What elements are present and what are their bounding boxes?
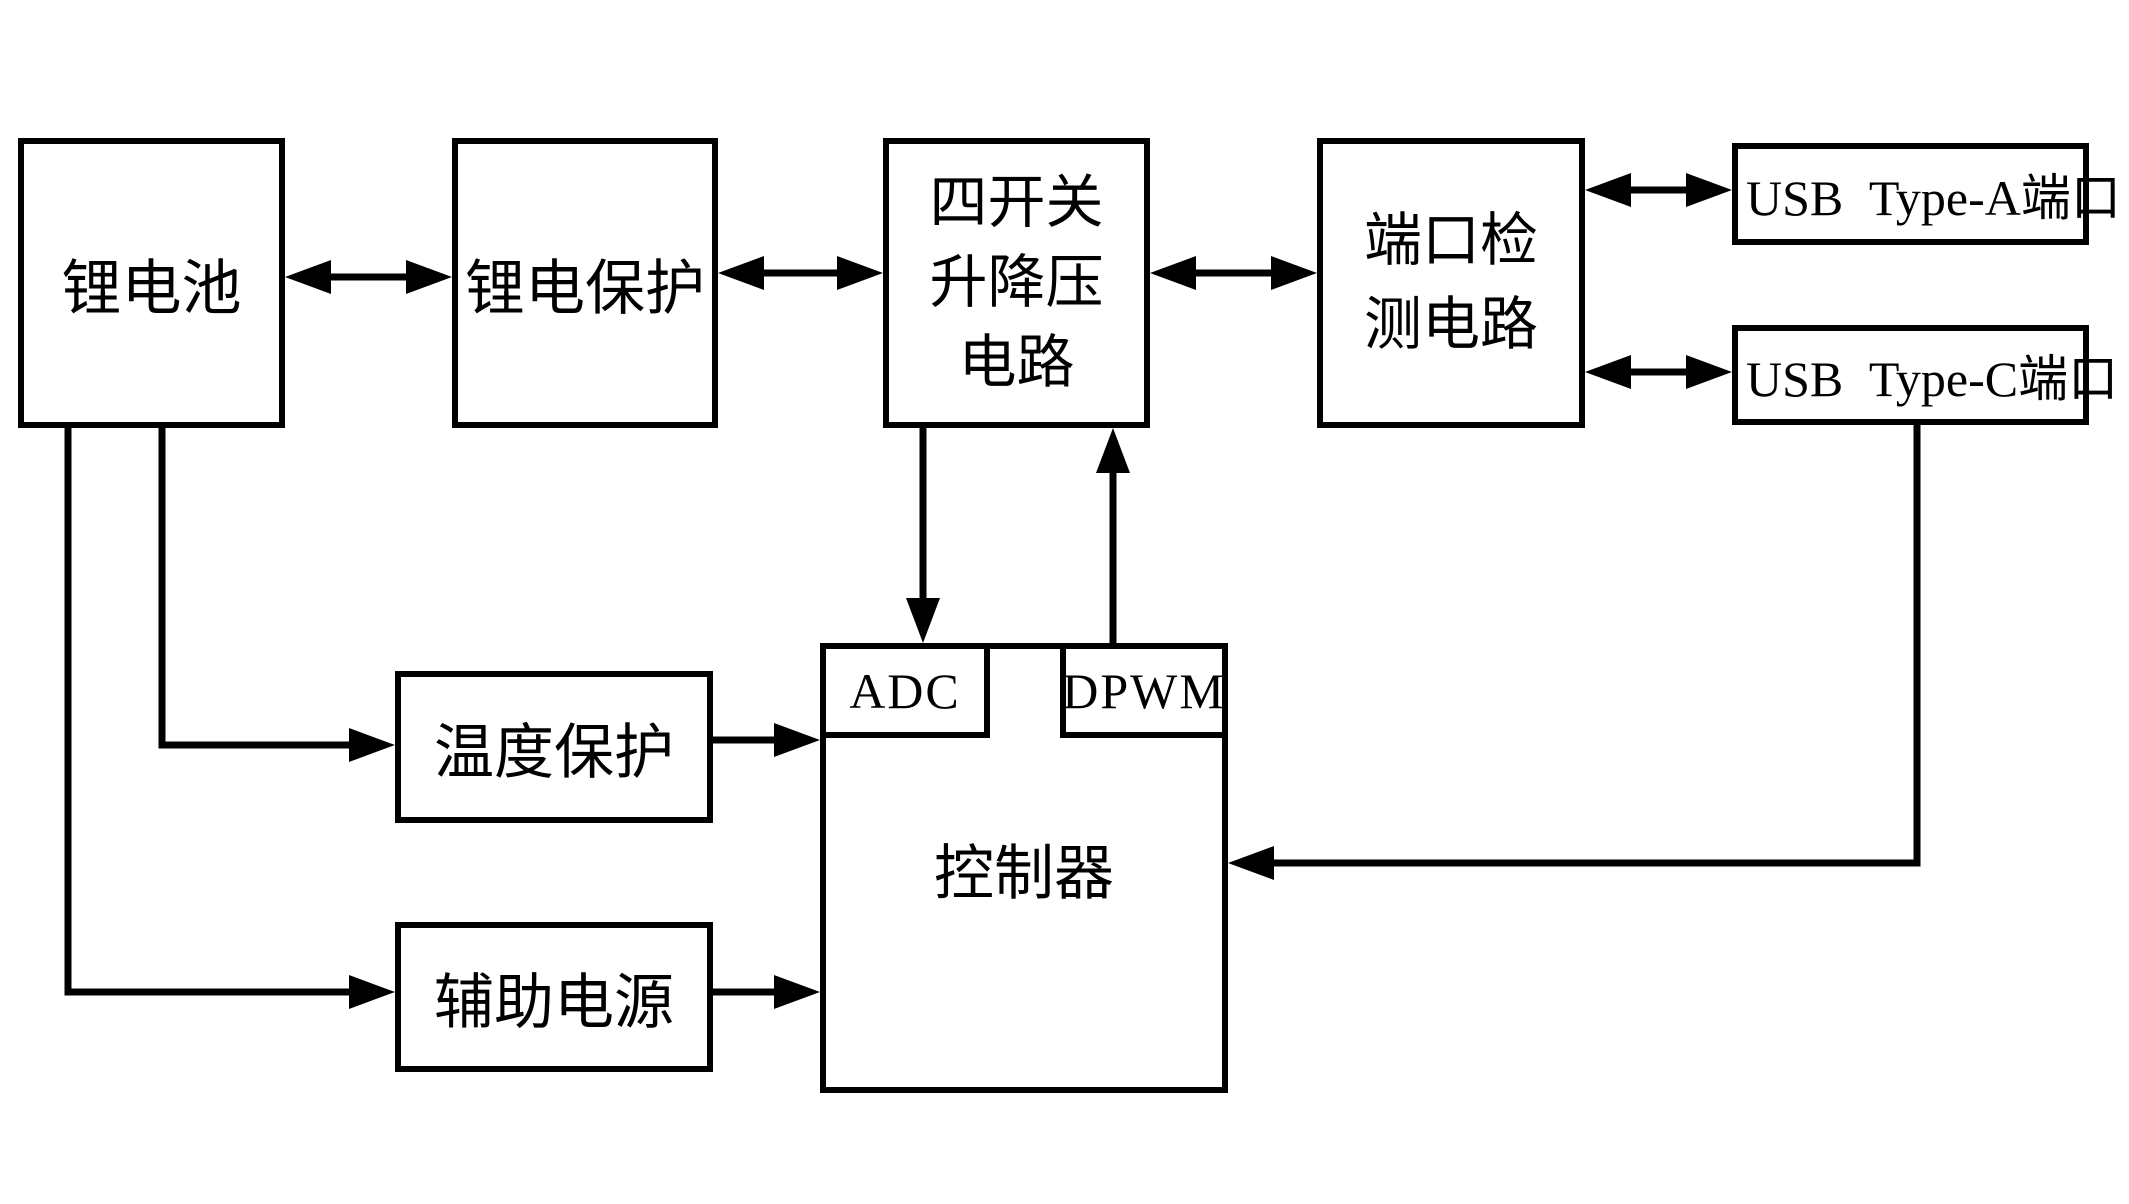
buck-boost-label-line3: 电路 (958, 330, 1075, 395)
usb-type-a-port-box: USB Type-A端口 (1732, 143, 2121, 245)
edge-temperature-protection-controller-arrow (713, 723, 820, 757)
buck-boost-circuit-box: 四开关 升降压 电路 (883, 138, 1150, 428)
adc-label: ADC (849, 662, 961, 719)
temperature-protection-label: 温度保护 (434, 719, 674, 786)
port-detection-label-line2: 测电路 (1363, 292, 1538, 357)
adc-box: ADC (820, 643, 990, 738)
edge-buck-boost-adc-arrow (906, 428, 940, 643)
dpwm-label: DPWM (1062, 662, 1226, 719)
controller-label: 控制器 (934, 840, 1114, 907)
port-detection-box: 端口检 测电路 (1317, 138, 1585, 428)
edge-port-detection-usb-a-bidirectional-arrow (1585, 173, 1732, 207)
battery-label: 锂电池 (61, 255, 242, 322)
edge-battery-protection-buck-boost-bidirectional-arrow (718, 256, 883, 290)
temperature-protection-box: 温度保护 (395, 671, 713, 823)
usb-type-a-label: USB Type-A端口 (1746, 170, 2121, 226)
edge-port-detection-usb-c-bidirectional-arrow (1585, 355, 1732, 389)
edge-auxiliary-power-controller-arrow (713, 975, 820, 1009)
battery-protection-label: 锂电保护 (465, 255, 705, 322)
edge-battery-auxiliary-power-arrow (64, 428, 395, 1009)
buck-boost-label-line1: 四开关 (929, 170, 1104, 235)
usb-type-c-label: USB Type-C端口 (1746, 351, 2119, 407)
buck-boost-label-line2: 升降压 (929, 250, 1104, 315)
edge-dpwm-buck-boost-arrow (1096, 428, 1130, 643)
usb-type-c-port-box: USB Type-C端口 (1732, 325, 2118, 425)
port-detection-label-line1: 端口检 (1363, 208, 1538, 273)
auxiliary-power-label: 辅助电源 (434, 969, 674, 1036)
edge-battery-battery-protection-bidirectional-arrow (285, 260, 452, 294)
battery-protection-box: 锂电保护 (452, 138, 718, 428)
edge-usb-c-controller-arrow (1228, 425, 1921, 880)
dpwm-box: DPWM (1060, 643, 1228, 738)
auxiliary-power-box: 辅助电源 (395, 922, 713, 1072)
edge-battery-temperature-protection-arrow (158, 428, 395, 762)
battery-box: 锂电池 (18, 138, 285, 428)
edge-buck-boost-port-detection-bidirectional-arrow (1150, 256, 1317, 290)
